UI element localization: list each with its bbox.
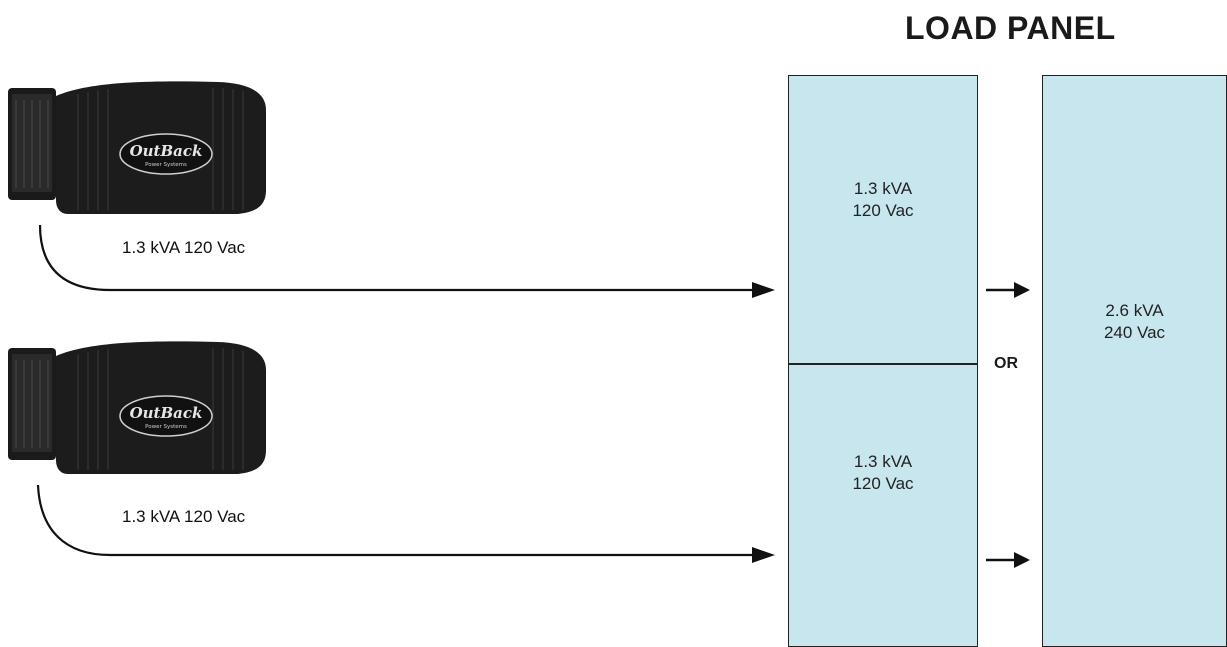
- panel-top-rating: 1.3 kVA 120 Vac: [789, 178, 977, 222]
- panel-combined-kva: 2.6 kVA: [1105, 301, 1164, 320]
- inverter-top-logo: OutBack: [130, 142, 203, 160]
- arrow-or-bottom-head: [1014, 552, 1030, 568]
- panel-bottom-kva: 1.3 kVA: [853, 452, 913, 471]
- inverter-bottom-logo-sub: Power Systems: [145, 424, 187, 430]
- inverter-top-label: 1.3 kVA 120 Vac: [122, 238, 246, 257]
- inverter-top-logo-sub: Power Systems: [145, 162, 187, 168]
- load-panel-title: LOAD PANEL: [905, 10, 1116, 46]
- arrow-or-top-head: [1014, 282, 1030, 298]
- inverter-bottom: OutBack Power Systems: [8, 341, 266, 474]
- or-label: OR: [994, 355, 1018, 372]
- panel-top-vac: 120 Vac: [852, 201, 914, 220]
- wire-top: [38, 224, 770, 292]
- panel-bottom-vac: 120 Vac: [852, 474, 914, 493]
- panel-section-top: 1.3 kVA 120 Vac: [788, 75, 978, 365]
- panel-bottom-rating: 1.3 kVA 120 Vac: [789, 451, 977, 495]
- panel-section-bottom: 1.3 kVA 120 Vac: [788, 363, 978, 647]
- panel-top-kva: 1.3 kVA: [853, 179, 913, 198]
- inverter-bottom-logo: OutBack: [130, 404, 203, 422]
- panel-combined-vac: 240 Vac: [1103, 323, 1166, 342]
- panel-combined-rating: 2.6 kVA 240 Vac: [1043, 300, 1226, 344]
- arrow-bottom-head: [752, 547, 775, 563]
- inverter-top: OutBack Power Systems: [8, 81, 266, 215]
- arrow-top-head: [752, 282, 775, 298]
- wire-bottom: [36, 484, 770, 557]
- inverter-bottom-label: 1.3 kVA 120 Vac: [122, 507, 246, 526]
